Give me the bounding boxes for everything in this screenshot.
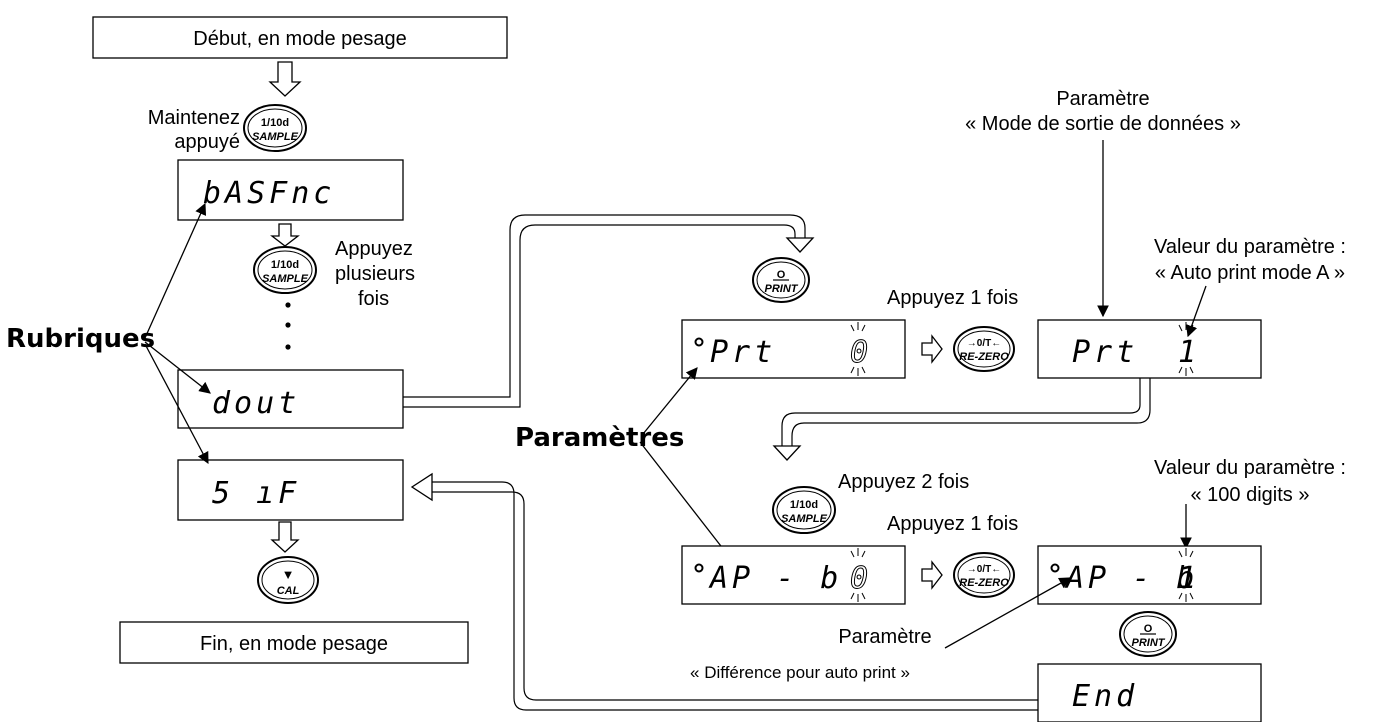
print-key-top: O bbox=[777, 269, 786, 281]
pipe-end-sif-inner bbox=[432, 491, 1038, 701]
pipe-prt-sample-inner bbox=[781, 378, 1141, 446]
pipe-arrowhead-2 bbox=[772, 445, 802, 461]
display-apb-new bbox=[1037, 545, 1262, 605]
sample-key-2[interactable]: 1/10d SAMPLE bbox=[253, 246, 317, 294]
cal-key-top: ▼ bbox=[282, 567, 295, 582]
pipe-dout-print-inner bbox=[403, 224, 796, 408]
press-multi-3: fois bbox=[358, 288, 389, 310]
sample-key-2-top: 1/10d bbox=[271, 259, 299, 271]
value-bot-label-1: Valeur du paramètre : bbox=[1154, 457, 1346, 479]
sample-key-2-bottom: SAMPLE bbox=[262, 273, 309, 285]
items-pointer-sif bbox=[144, 343, 209, 465]
start-label: Début, en mode pesage bbox=[193, 28, 407, 50]
rezero-key-1-top: →0/T← bbox=[967, 338, 1001, 349]
display-prt-current-text: Prt bbox=[710, 335, 776, 370]
hollow-down-arrow bbox=[268, 61, 302, 97]
sample-key-bottom: SAMPLE bbox=[252, 131, 299, 143]
param-top-label-2: « Mode de sortie de données » bbox=[965, 113, 1241, 135]
pipe-arrowhead-1 bbox=[785, 237, 815, 253]
display-apb-new-text: AP - b bbox=[1064, 561, 1198, 596]
value-top-pointer bbox=[1186, 285, 1207, 338]
print-key-bottom: PRINT bbox=[765, 283, 799, 295]
hollow-right-arrow-2 bbox=[921, 560, 943, 590]
start-box bbox=[92, 16, 508, 59]
display-dout bbox=[177, 369, 404, 429]
display-prt-new-text: Prt bbox=[1072, 335, 1138, 370]
param-bot-label-2: « Différence pour auto print » bbox=[690, 663, 910, 682]
value-top-label-2: « Auto print mode A » bbox=[1155, 262, 1345, 284]
press-multi-1: Appuyez bbox=[335, 238, 413, 260]
display-apb-current-value: 0 bbox=[850, 561, 872, 596]
display-end bbox=[1037, 663, 1262, 722]
pipe-end-sif-outer bbox=[432, 481, 1038, 711]
display-prt-current-dot bbox=[694, 337, 704, 347]
blink-marks-4 bbox=[1178, 548, 1194, 602]
display-sif-text: 5 ıF bbox=[212, 476, 300, 511]
display-dout-text: dout bbox=[212, 386, 300, 421]
params-pointer-prt bbox=[642, 367, 698, 435]
print-key[interactable]: O PRINT bbox=[752, 257, 810, 303]
sample-key[interactable]: 1/10d SAMPLE bbox=[243, 104, 307, 152]
hollow-down-arrow-2 bbox=[270, 223, 300, 247]
print-key-2-bottom: PRINT bbox=[1132, 637, 1166, 649]
param-bot-label-1: Paramètre bbox=[838, 626, 931, 648]
press-once-label-2: Appuyez 1 fois bbox=[887, 513, 1018, 535]
ellipsis-dot-3 bbox=[285, 344, 291, 350]
hollow-right-arrow-1 bbox=[921, 334, 943, 364]
display-apb-current-dot bbox=[694, 563, 704, 573]
end-label: Fin, en mode pesage bbox=[200, 633, 388, 655]
display-end-text: End bbox=[1072, 679, 1138, 714]
rezero-key-2[interactable]: →0/T← RE-ZERO bbox=[953, 552, 1015, 598]
value-bot-label-2: « 100 digits » bbox=[1191, 484, 1310, 506]
display-prt-current-value: 0 bbox=[850, 335, 872, 370]
value-top-label-1: Valeur du paramètre : bbox=[1154, 236, 1346, 258]
items-label: Rubriques bbox=[6, 324, 155, 354]
display-prt-current bbox=[681, 319, 906, 379]
param-bot-pointer bbox=[944, 577, 1072, 649]
display-sif bbox=[177, 459, 404, 521]
rezero-key-1[interactable]: →0/T← RE-ZERO bbox=[953, 326, 1015, 372]
press-multi-2: plusieurs bbox=[335, 263, 415, 285]
sample-key-3[interactable]: 1/10d SAMPLE bbox=[772, 486, 836, 534]
print-key-2[interactable]: O PRINT bbox=[1119, 611, 1177, 657]
pipe-dout-print-outer bbox=[403, 214, 806, 398]
press-once-label-1: Appuyez 1 fois bbox=[887, 287, 1018, 309]
blink-marks-3 bbox=[850, 548, 866, 602]
display-apb-new-value: 1 bbox=[1178, 561, 1200, 596]
sample-key-top: 1/10d bbox=[261, 117, 289, 129]
cal-key[interactable]: ▼ CAL bbox=[257, 556, 319, 604]
end-box bbox=[119, 621, 469, 664]
press-twice-label: Appuyez 2 fois bbox=[838, 471, 969, 493]
sample-key-3-bottom: SAMPLE bbox=[781, 513, 828, 525]
items-pointer-basfnc bbox=[144, 202, 207, 339]
display-apb-current-text: AP - b bbox=[708, 561, 842, 596]
cal-key-bottom: CAL bbox=[277, 585, 300, 597]
print-key-2-top: O bbox=[1144, 623, 1153, 635]
pipe-prt-sample-outer bbox=[791, 378, 1151, 446]
hold-label-2: appuyé bbox=[174, 131, 240, 153]
ellipsis-dot-2 bbox=[285, 322, 291, 328]
display-apb-current bbox=[681, 545, 906, 605]
rezero-key-2-top: →0/T← bbox=[967, 564, 1001, 575]
sample-key-3-top: 1/10d bbox=[790, 499, 818, 511]
pipe-arrowhead-3 bbox=[410, 472, 433, 502]
rezero-key-1-bottom: RE-ZERO bbox=[959, 351, 1009, 363]
display-prt-new-value: 1 bbox=[1178, 335, 1200, 370]
ellipsis-dot-1 bbox=[285, 302, 291, 308]
items-pointer-dout bbox=[144, 341, 211, 394]
params-label: Paramètres bbox=[515, 423, 684, 453]
param-top-label-1: Paramètre bbox=[1056, 88, 1149, 110]
display-basfnc-text: bASFnc bbox=[203, 176, 335, 211]
display-apb-new-dot bbox=[1050, 563, 1060, 573]
blink-marks-1 bbox=[850, 322, 866, 376]
hold-label-1: Maintenez bbox=[148, 107, 240, 129]
display-basfnc bbox=[177, 159, 404, 221]
rezero-key-2-bottom: RE-ZERO bbox=[959, 577, 1009, 589]
hollow-down-arrow-3 bbox=[270, 521, 300, 553]
